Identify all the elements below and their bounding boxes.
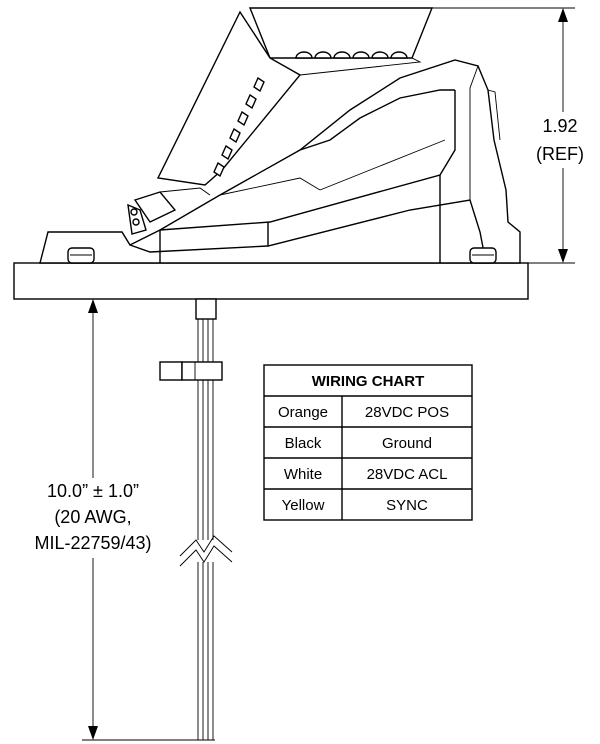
wiring-chart-color-4: Yellow [282, 497, 325, 514]
wiring-chart-color-1: Orange [278, 404, 328, 421]
wire-break-symbol [179, 535, 233, 567]
length-dimension-gauge: (20 AWG, [54, 507, 131, 527]
wiring-chart-signal-1: 28VDC POS [365, 404, 449, 421]
base-plate [13, 262, 529, 300]
wiring-chart-title: WIRING CHART [312, 373, 425, 390]
length-dimension-spec: MIL-22759/43) [34, 533, 151, 553]
left-connector [127, 187, 211, 235]
length-dimension-value: 10.0” ± 1.0” [47, 481, 139, 501]
wire-bundle [195, 298, 217, 741]
height-dimension-value: 1.92 [542, 116, 577, 136]
housing-body [39, 59, 521, 264]
height-dimension-note: (REF) [536, 144, 584, 164]
wiring-chart-table [263, 364, 473, 521]
led-column-angled [213, 76, 265, 178]
wiring-chart-signal-4: SYNC [386, 497, 428, 514]
height-dimension [432, 7, 592, 264]
wiring-chart-color-3: White [284, 466, 322, 483]
wiring-chart-color-2: Black [285, 435, 322, 452]
screw-left [67, 247, 95, 264]
led-row-top [295, 51, 408, 59]
lens-top [156, 7, 434, 186]
wiring-chart-signal-2: Ground [382, 435, 432, 452]
screw-right [469, 247, 497, 264]
length-dimension [18, 299, 196, 741]
wiring-chart-signal-3: 28VDC ACL [367, 466, 448, 483]
cable-tie [159, 361, 223, 381]
